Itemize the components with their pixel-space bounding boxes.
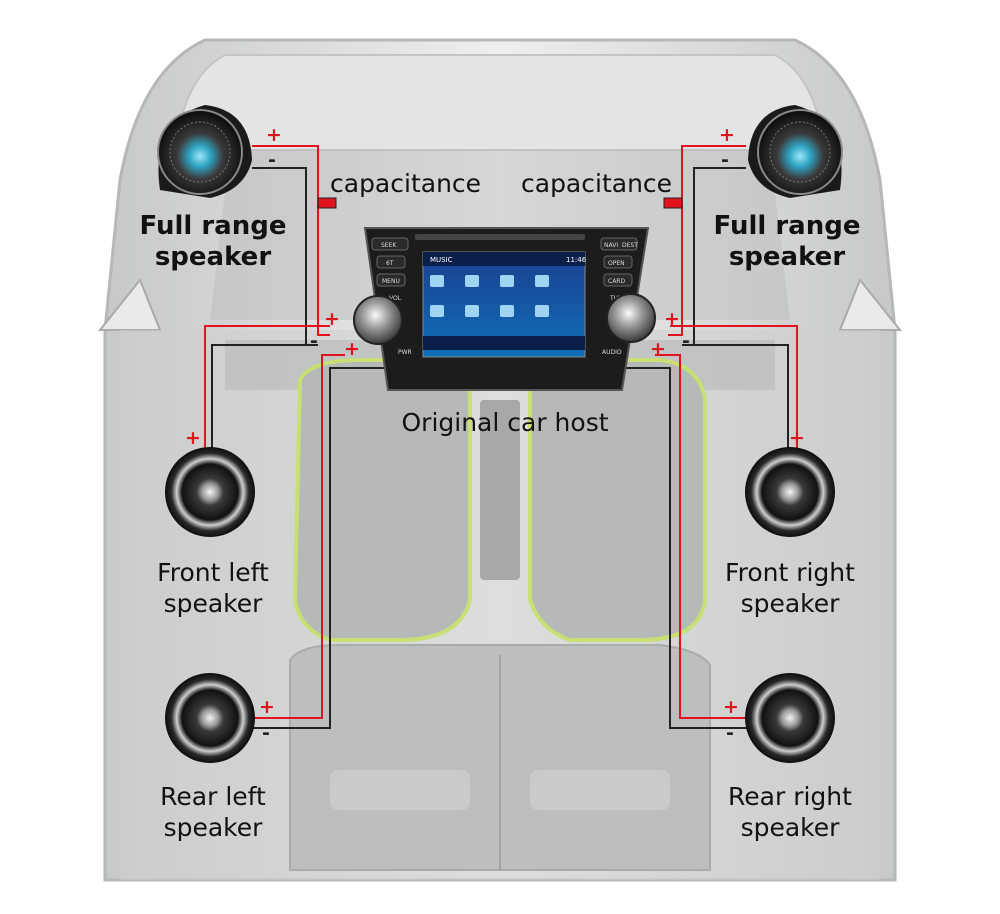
- plus-sign: +: [259, 696, 275, 718]
- plus-sign: +: [650, 338, 666, 360]
- full-range-left-label: Full range speaker: [118, 211, 308, 273]
- polarity-signs: + - + - + - + + - + + + + - + -: [185, 124, 805, 744]
- capacitor-left: [317, 197, 337, 209]
- btn-card: CARD: [608, 278, 625, 285]
- plus-sign: +: [344, 338, 360, 360]
- front-right-speaker-icon: [745, 447, 835, 537]
- right-knob: [606, 293, 656, 343]
- knob-right-label: AUDIO: [602, 349, 622, 356]
- btn-menu: MENU: [382, 278, 400, 285]
- label-line: speaker: [154, 242, 272, 272]
- wire-front-left-negative: [211, 344, 318, 450]
- capacitance-left-label: capacitance: [330, 169, 482, 198]
- label-line: Front left: [157, 558, 269, 587]
- minus-sign: -: [682, 330, 690, 352]
- minus-sign: -: [721, 149, 729, 171]
- left-knob: [353, 295, 403, 345]
- wiring: [204, 145, 798, 729]
- rear-left-label: Rear left speaker: [128, 781, 298, 843]
- plus-sign: +: [789, 427, 805, 449]
- front-left-speaker-icon: [165, 447, 255, 537]
- btn-navi: NAVI: [604, 242, 618, 249]
- status-bar-left: MUSIC: [430, 256, 453, 264]
- knob-left-label: PWR: [398, 349, 412, 356]
- plus-sign: +: [185, 427, 201, 449]
- label-line: Rear left: [160, 782, 266, 811]
- plus-sign: +: [719, 124, 735, 146]
- full-range-speaker-right: [748, 105, 843, 198]
- rear-left-speaker-icon: [165, 673, 255, 763]
- btn-dest: DEST: [622, 242, 638, 249]
- wire-rear-left-positive: [252, 354, 345, 719]
- label-line: Full range: [139, 211, 287, 241]
- minus-sign: -: [726, 722, 734, 744]
- minus-sign: -: [268, 149, 276, 171]
- minus-sign: -: [310, 330, 318, 352]
- label-line: speaker: [728, 242, 846, 272]
- label-line: Rear right: [728, 782, 852, 811]
- plus-sign: +: [723, 696, 739, 718]
- full-range-speaker-left: [157, 105, 252, 198]
- btn-6t: 6Τ: [386, 260, 394, 267]
- wire-front-right-negative: [682, 344, 789, 450]
- rear-right-label: Rear right speaker: [700, 781, 880, 843]
- wire-rear-right-negative: [615, 367, 748, 729]
- label-line: Front right: [725, 558, 855, 587]
- wire-full-right-positive: [668, 145, 746, 336]
- wire-rear-right-positive: [655, 354, 748, 719]
- rear-right-speaker-icon: [745, 673, 835, 763]
- wire-front-right-positive: [670, 325, 798, 450]
- wire-rear-left-negative: [252, 367, 385, 729]
- label-line: speaker: [740, 589, 840, 618]
- plus-sign: +: [664, 308, 680, 330]
- host-label: Original car host: [401, 408, 609, 437]
- label-line: speaker: [740, 813, 840, 842]
- label-line: Full range: [713, 211, 861, 241]
- front-seats: [292, 358, 707, 642]
- btn-vol: VOL: [389, 295, 402, 302]
- front-left-label: Front left speaker: [128, 557, 298, 619]
- capacitance-right-label: capacitance: [521, 169, 673, 198]
- head-unit: MUSIC 11:46 SEEK 6Τ MENU VOL NAVI DEST O…: [353, 227, 656, 391]
- status-bar-time: 11:46: [566, 256, 587, 264]
- label-line: speaker: [163, 813, 263, 842]
- minus-sign: -: [262, 722, 270, 744]
- rear-seat: [289, 644, 711, 871]
- btn-seek: SEEK: [381, 242, 397, 249]
- wire-front-left-positive: [204, 325, 330, 450]
- plus-sign: +: [324, 308, 340, 330]
- front-right-label: Front right speaker: [700, 557, 880, 619]
- btn-open: OPEN: [608, 260, 625, 267]
- plus-sign: +: [266, 124, 282, 146]
- capacitor-right: [663, 197, 683, 209]
- label-line: speaker: [163, 589, 263, 618]
- full-range-right-label: Full range speaker: [692, 211, 882, 273]
- wire-full-left-positive: [252, 145, 330, 336]
